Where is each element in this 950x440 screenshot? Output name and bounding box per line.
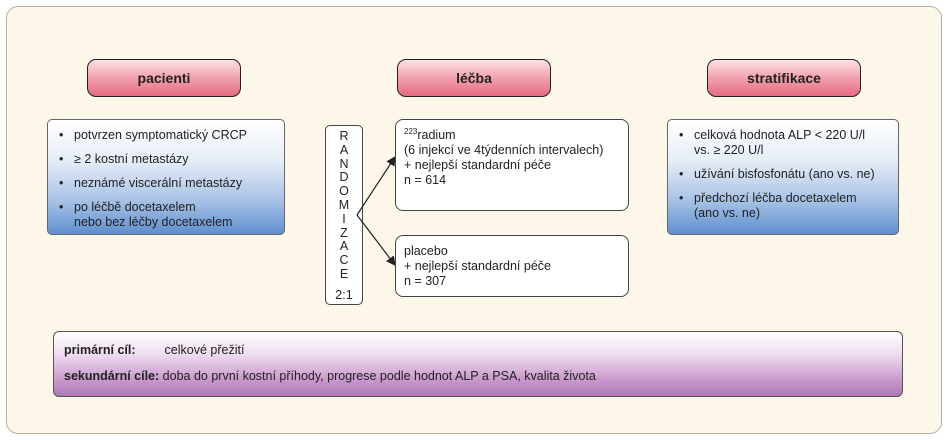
header-patients: pacienti [87, 59, 241, 97]
radium-line: n = 614 [404, 173, 447, 187]
radium-line: (6 injekcí ve 4týdenních intervalech) [404, 143, 604, 157]
radium-title: 223radium [404, 126, 456, 142]
patients-item: potvrzen symptomatický CRCP [59, 128, 278, 143]
patients-item: neznámé viscerální metastázy [59, 176, 278, 191]
placebo-line: + nejlepší standardní péče [404, 259, 551, 273]
randomization-letter: N [339, 156, 349, 171]
arrow-to-placebo [356, 214, 396, 266]
randomization-box: R A N D O M I Z A C E 2:1 [325, 125, 363, 305]
stratification-item: předchozí léčba docetaxelem(ano vs. ne) [679, 191, 892, 221]
randomization-letter: A [339, 239, 349, 254]
patients-box: potvrzen symptomatický CRCP ≥ 2 kostní m… [47, 119, 285, 235]
randomization-letter: R [339, 129, 349, 143]
secondary-endpoint-row: sekundární cíle: doba do první kostní př… [64, 369, 596, 383]
randomization-letter: C [339, 253, 349, 268]
radium-line: + nejlepší standardní péče [404, 158, 551, 172]
radium-arm-box: 223radium (6 injekcí ve 4týdenních inter… [395, 119, 629, 211]
primary-endpoint-row: primární cíl: celkové přežití [64, 343, 244, 357]
randomization-letter: I [342, 211, 346, 226]
randomization-letter: E [339, 266, 349, 281]
randomization-letter: A [339, 142, 349, 157]
stratification-item: užívání bisfosfonátu (ano vs. ne) [679, 167, 892, 182]
randomization-letter: O [339, 184, 349, 199]
randomization-letter: D [339, 170, 349, 185]
randomization-letter: M [338, 197, 350, 212]
patients-item: ≥ 2 kostní metastázy [59, 152, 278, 167]
randomization-arrows [356, 155, 396, 266]
header-treatment: léčba [397, 59, 551, 97]
arrow-to-radium [356, 155, 396, 216]
placebo-arm-box: placebo + nejlepší standardní péče n = 3… [395, 235, 629, 297]
placebo-line: placebo [404, 244, 448, 258]
placebo-line: n = 307 [404, 274, 447, 288]
stratification-item: celková hodnota ALP < 220 U/lvs. ≥ 220 U… [679, 128, 892, 158]
randomization-ratio: 2:1 [335, 287, 353, 302]
randomization-letter: Z [340, 225, 348, 240]
secondary-endpoint-value: doba do první kostní příhody, progrese p… [162, 369, 596, 383]
header-stratification: stratifikace [707, 59, 861, 97]
secondary-endpoint-label: sekundární cíle: [64, 369, 160, 383]
diagram-canvas: pacienti léčba stratifikace potvrzen sym… [6, 6, 942, 434]
primary-endpoint-value: celkové přežití [164, 343, 245, 357]
endpoints-box: primární cíl: celkové přežití sekundární… [53, 331, 903, 397]
primary-endpoint-label: primární cíl: [64, 343, 136, 357]
stratification-box: celková hodnota ALP < 220 U/lvs. ≥ 220 U… [667, 119, 899, 235]
